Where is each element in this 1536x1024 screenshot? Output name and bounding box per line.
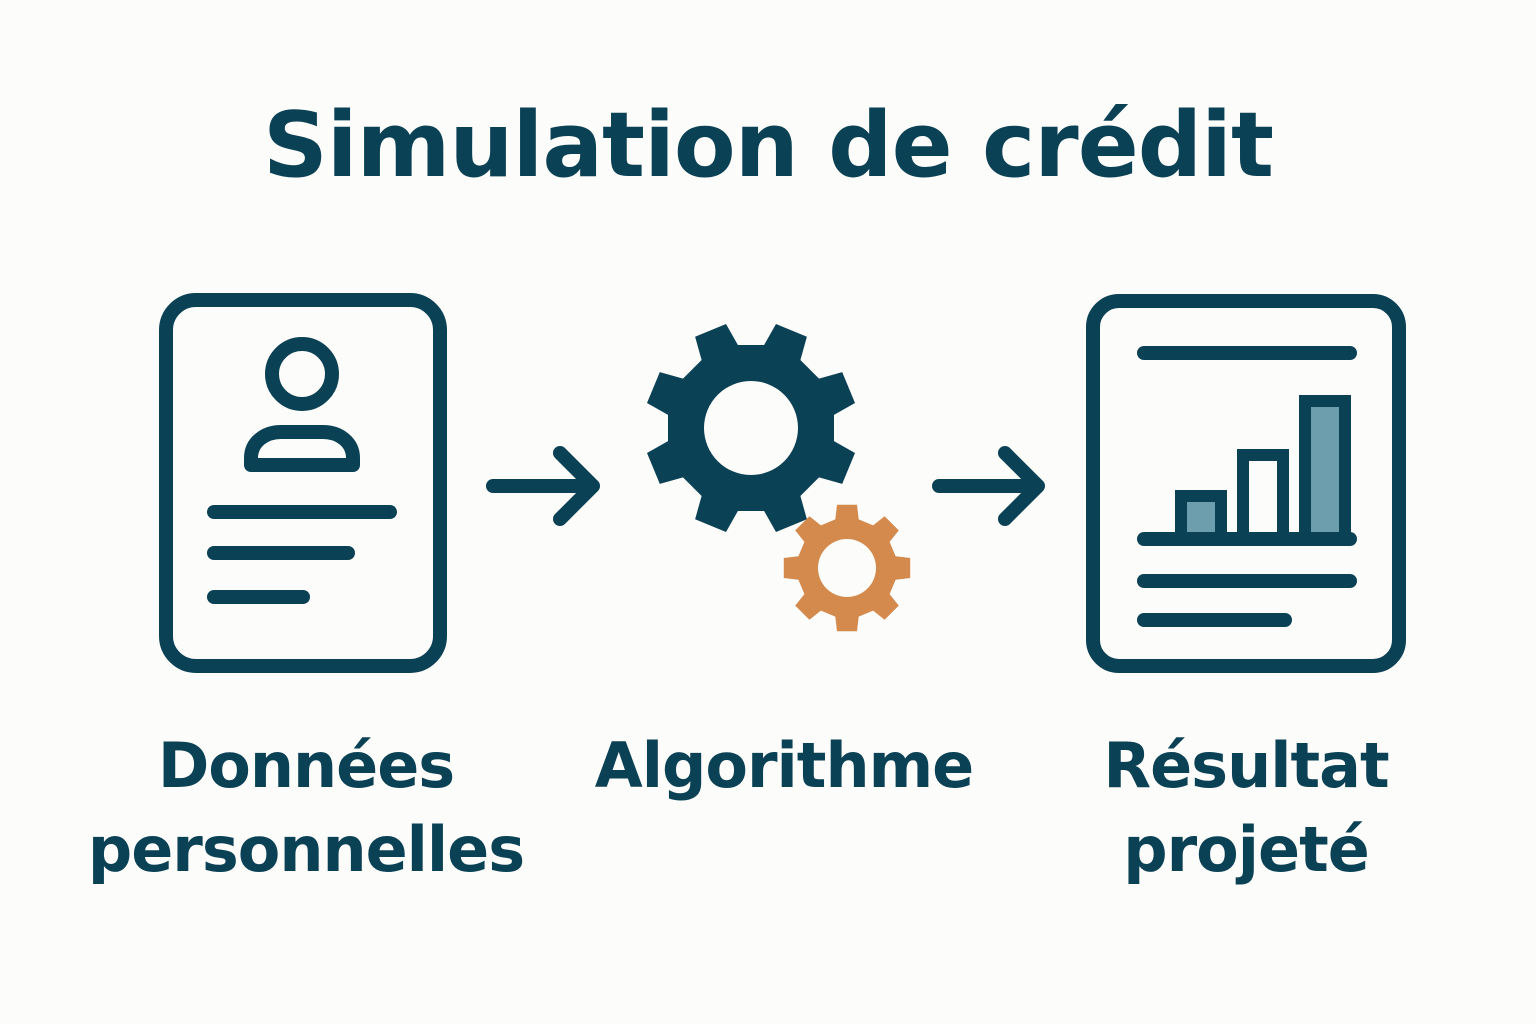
chart-bar	[1175, 490, 1227, 544]
step-label-line: Données	[157, 729, 455, 802]
step-label-line: Algorithme	[594, 729, 974, 802]
report-bar-chart-icon	[1086, 294, 1406, 673]
person-body	[244, 425, 360, 472]
step-label-algorithm: Algorithme	[534, 724, 1034, 808]
gears-icon	[647, 324, 911, 632]
arrow-right-icon	[932, 446, 1045, 526]
step-label-line: personnelles	[87, 813, 525, 886]
document-frame	[159, 293, 447, 673]
chart-bar	[1299, 395, 1351, 544]
profile-document-icon	[159, 293, 447, 673]
chart-bar	[1237, 449, 1289, 544]
step-label-personal-data: Données personnelles	[56, 724, 556, 892]
arrow-right-icon	[486, 446, 600, 526]
diagram-title: Simulation de crédit	[262, 93, 1274, 198]
step-label-line: projeté	[1123, 813, 1370, 886]
person-head	[265, 337, 339, 411]
step-label-result: Résultat projeté	[996, 724, 1496, 892]
small-gear	[783, 504, 911, 632]
step-label-line: Résultat	[1103, 729, 1389, 802]
report-frame	[1086, 294, 1406, 673]
large-gear	[647, 324, 855, 532]
